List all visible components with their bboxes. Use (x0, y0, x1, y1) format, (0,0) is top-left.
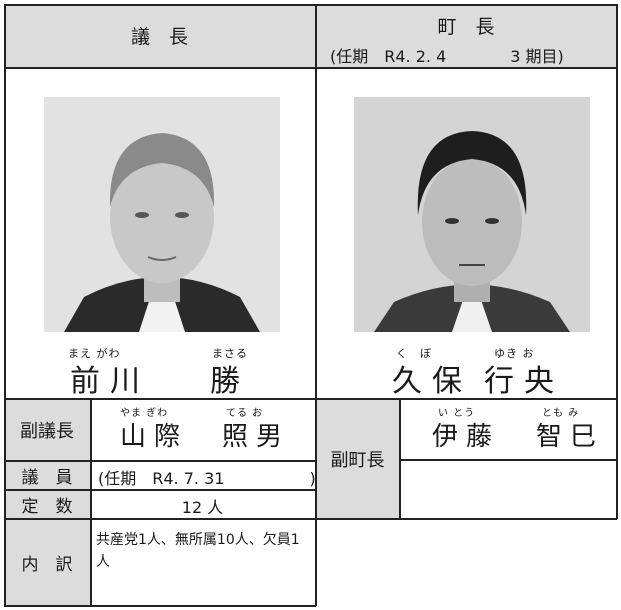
vice-chair-label-cell: 副議長 (4, 399, 90, 460)
members-bottom (4, 489, 316, 491)
deputy-mayor-name-given: 智巳 (536, 422, 605, 452)
deputy-name-bottom (399, 459, 617, 461)
vice-chair-ruby-given: てる お (226, 408, 264, 419)
deputy-mayor-label-cell: 副町長 (316, 399, 399, 518)
vice-chair-label: 副議長 (20, 420, 74, 442)
deputy-mayor-label: 副町長 (330, 449, 385, 471)
quota-bottom (4, 518, 617, 520)
breakdown-text: 共産党1人、無所属10人、欠員1人 (96, 532, 300, 570)
mayor-photo (354, 97, 590, 332)
members-label-cell: 議 員 (4, 461, 90, 489)
deputy-mayor-ruby-given: とも み (542, 408, 580, 419)
chair-name-family: 前川 (70, 364, 150, 399)
mayor-name-family: 久保 (392, 364, 472, 399)
breakdown-label-cell: 内 訳 (4, 519, 90, 606)
vice-chair-name-family: 山際 (120, 422, 189, 452)
border-left (4, 4, 6, 606)
quota-label: 定 数 (21, 496, 73, 517)
label-col-divider (90, 398, 92, 606)
vice-chair-ruby-family: やま ぎわ (120, 408, 169, 419)
mayor-name-given: 行央 (484, 364, 564, 399)
quota-label-cell: 定 数 (4, 490, 90, 518)
vice-chair-name-given: 照男 (222, 422, 291, 452)
mayor-portrait-icon (354, 97, 590, 332)
mayor-title: 町 長 (437, 16, 495, 38)
mayor-ruby-given: ゆき お (494, 347, 535, 360)
border-top (4, 4, 617, 6)
deputy-mayor-name-family: 伊藤 (432, 422, 501, 452)
border-bottom (4, 605, 316, 607)
chair-ruby-family: まえ がわ (68, 347, 121, 360)
chair-ruby-given: まさる (212, 347, 248, 360)
breakdown-label: 内 訳 (21, 555, 73, 575)
chair-name-given: 勝 (210, 364, 240, 399)
chair-photo (44, 97, 280, 332)
members-term: (任期 R4. 7. 31 ) (98, 469, 316, 488)
mayor-term: (任期 R4. 2. 4 3 期目) (330, 47, 564, 66)
center-divider (315, 4, 317, 606)
deputy-mayor-ruby-family: い とう (438, 408, 476, 419)
chair-title: 議 長 (130, 26, 188, 48)
mayor-ruby-family: く ぼ (396, 347, 432, 360)
deputy-label-divider (399, 398, 401, 519)
name-row-divider (4, 398, 617, 400)
members-label: 議 員 (21, 467, 73, 488)
mayor-header-cell: 町 長 (任期 R4. 2. 4 3 期目) (316, 4, 616, 67)
chair-portrait-icon (44, 97, 280, 332)
chair-header-cell: 議 長 (4, 4, 315, 67)
quota-value: 12 人 (181, 498, 224, 517)
border-right (616, 4, 618, 519)
header-divider (4, 67, 617, 69)
vice-chair-bottom (4, 460, 316, 462)
